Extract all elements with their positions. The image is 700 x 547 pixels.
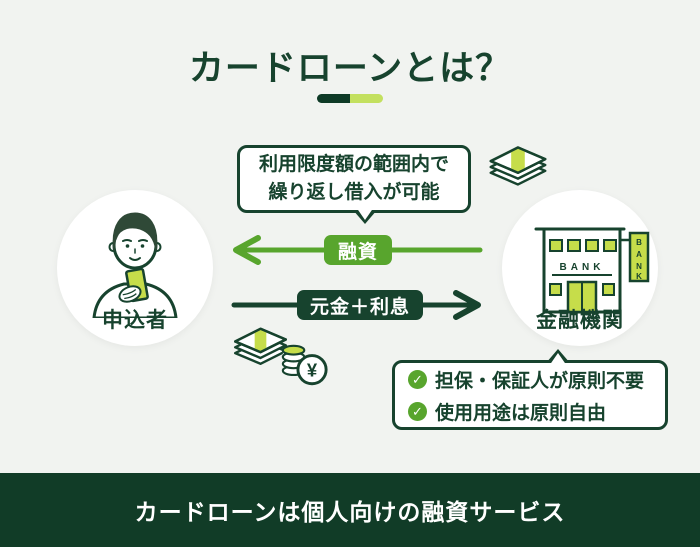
footer-banner: カードローンは個人向けの融資サービス <box>0 473 700 547</box>
bank-vertical-sign: B A N K <box>628 231 650 283</box>
repayment-arrow-label: 元金＋利息 <box>297 290 423 320</box>
banknotes-coins-icon: ¥ <box>234 327 328 386</box>
underline-light-segment <box>350 94 383 103</box>
applicant-circle: 申込者 <box>57 190 213 346</box>
page-title: カードローンとは？ <box>188 49 512 88</box>
svg-text:B: B <box>636 238 642 247</box>
bank-label: 金融機関 <box>536 309 624 332</box>
callout-line2: 繰り返し借入が可能 <box>268 182 440 203</box>
check-icon: ✓ <box>408 401 427 421</box>
callout-line1: 利用限度額の範囲内で <box>258 153 449 175</box>
yen-symbol: ¥ <box>307 359 318 380</box>
svg-text:K: K <box>636 272 642 281</box>
bank-building-illustration: BANK B A N K <box>534 227 650 314</box>
svg-text:A: A <box>636 250 642 259</box>
feature-item: ✓ 使用用途は原則自由 <box>408 398 665 425</box>
banknotes-icon <box>489 146 547 186</box>
loan-limit-callout: 利用限度額の範囲内で 繰り返し借入が可能 <box>237 145 471 224</box>
features-box: ✓ 担保・保証人が原則不要 ✓ 使用用途は原則自由 <box>392 349 668 430</box>
feature-text: 担保・保証人が原則不要 <box>435 370 645 392</box>
loan-arrow-label: 融資 <box>324 235 392 265</box>
title-underline-decoration <box>317 94 383 103</box>
check-icon: ✓ <box>408 369 427 389</box>
svg-text:N: N <box>636 262 642 271</box>
footer-text: カードローンは個人向けの融資サービス <box>134 499 566 525</box>
bank-circle: BANK B A N K 金融機関 <box>502 190 658 346</box>
bank-sign-text: BANK <box>560 262 605 273</box>
feature-text: 使用用途は原則自由 <box>435 402 607 424</box>
applicant-label: 申込者 <box>102 309 168 332</box>
feature-item: ✓ 担保・保証人が原則不要 <box>408 366 665 393</box>
applicant-person-illustration <box>92 212 178 318</box>
underline-dark-segment <box>317 94 350 103</box>
